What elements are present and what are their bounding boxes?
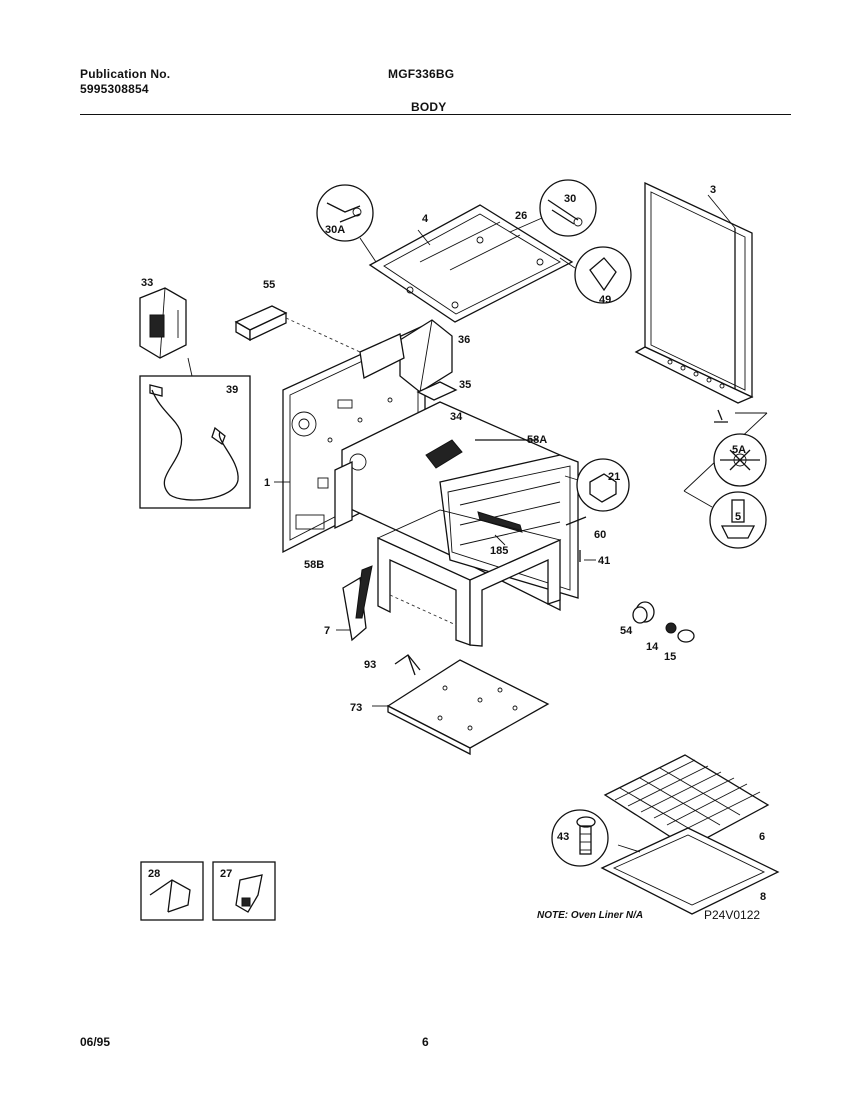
callout-73: 73 (350, 702, 362, 714)
callout-28: 28 (148, 868, 160, 880)
page-number: 6 (422, 1035, 429, 1049)
model-number: MGF336BG (388, 67, 455, 81)
footer-date: 06/95 (80, 1035, 111, 1049)
part-3-side-panel (634, 181, 754, 404)
callout-35: 35 (459, 379, 471, 391)
callout-7: 7 (324, 625, 330, 637)
callout-5A: 5A (732, 444, 746, 456)
callout-8: 8 (760, 891, 766, 903)
lower-frame (376, 509, 562, 647)
callout-4: 4 (422, 213, 429, 225)
callout-6: 6 (759, 831, 765, 843)
part-41 (579, 550, 596, 562)
detail-5A-leg (683, 409, 768, 508)
diagram-code: P24V0122 (704, 908, 761, 922)
callout-41: 41 (598, 555, 610, 567)
part-6-oven-rack (603, 754, 770, 849)
part-7 (336, 565, 373, 642)
callout-43: 43 (557, 831, 569, 843)
publication-label: Publication No. (80, 67, 171, 81)
detail-43-screw (551, 809, 609, 867)
publication-number: 5995308854 (80, 82, 149, 96)
callout-5: 5 (735, 511, 741, 523)
detail-27-box (212, 861, 276, 921)
part-4-top-panel (368, 204, 574, 323)
callout-54: 54 (620, 625, 633, 637)
part-36-bracket (359, 319, 453, 393)
header-rule (80, 114, 791, 115)
section-title: BODY (411, 100, 447, 114)
callout-30A: 30A (325, 224, 345, 236)
part-185 (494, 534, 506, 546)
part-54 (632, 601, 655, 624)
detail-21 (564, 458, 630, 512)
part-35 (416, 381, 458, 401)
part-60 (565, 516, 587, 526)
callout-185: 185 (490, 545, 508, 557)
detail-49 (559, 246, 632, 304)
detail-30 (509, 179, 597, 237)
part-73-drawer-bottom (372, 659, 550, 756)
callout-58B: 58B (304, 559, 324, 571)
detail-30A (316, 184, 377, 263)
callout-26: 26 (515, 210, 527, 222)
detail-5-leg (709, 491, 767, 549)
callout-30: 30 (564, 193, 576, 205)
callout-60: 60 (594, 529, 606, 541)
callout-15: 15 (664, 651, 676, 663)
callout-55: 55 (263, 279, 275, 291)
part-33-box (139, 287, 187, 359)
callout-39: 39 (226, 384, 238, 396)
callout-27: 27 (220, 868, 232, 880)
part-55 (234, 305, 361, 353)
callout-58A: 58A (527, 434, 547, 446)
part-39-cord-frame (139, 357, 251, 509)
part-8-broiler-pan (600, 827, 780, 915)
oven-cavity (334, 401, 579, 612)
callout-14: 14 (646, 641, 659, 653)
part-93 (394, 654, 421, 676)
callout-36: 36 (458, 334, 470, 346)
callout-3: 3 (710, 184, 716, 196)
callout-49: 49 (599, 294, 611, 306)
part-15 (677, 629, 695, 643)
part-14 (665, 622, 677, 634)
oven-liner-note: NOTE: Oven Liner N/A (537, 910, 644, 921)
callout-1: 1 (264, 477, 270, 489)
detail-28-box (140, 861, 204, 921)
callout-34: 34 (450, 411, 463, 423)
callout-21: 21 (608, 471, 620, 483)
callout-93: 93 (364, 659, 376, 671)
callout-33: 33 (141, 277, 153, 289)
